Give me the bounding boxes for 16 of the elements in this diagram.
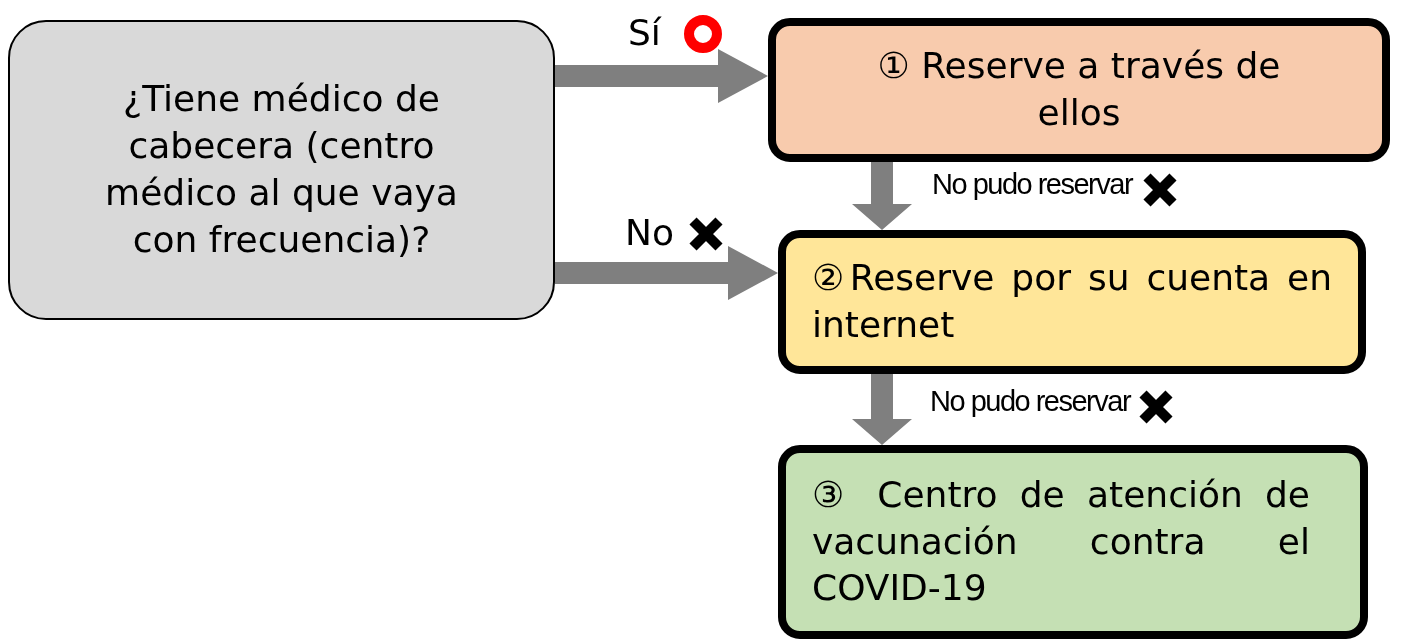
step-box	[778, 230, 1366, 374]
node-text: ③ Centro de atención de vacunación contra el COVID-19	[812, 472, 1310, 611]
block-arrow	[852, 162, 912, 230]
block-arrow	[852, 374, 912, 445]
block-arrow	[555, 49, 768, 103]
node-text: ① Reserve a través de ellos	[876, 44, 1282, 135]
decision-box	[8, 20, 555, 320]
edge-label: No pudo reservar	[930, 385, 1131, 418]
edge-label: Sí	[628, 12, 661, 53]
node-text: ②Reserve por su cuenta en internet	[812, 256, 1332, 347]
block-arrow	[555, 246, 778, 300]
step-box	[778, 445, 1368, 639]
edge-label: No pudo reservar	[932, 168, 1133, 201]
edge-label: No	[625, 212, 674, 253]
node-text: ¿Tiene médico de cabecera (centro médico al que vaya con frecuencia)?	[104, 77, 459, 262]
step-box	[768, 18, 1390, 162]
